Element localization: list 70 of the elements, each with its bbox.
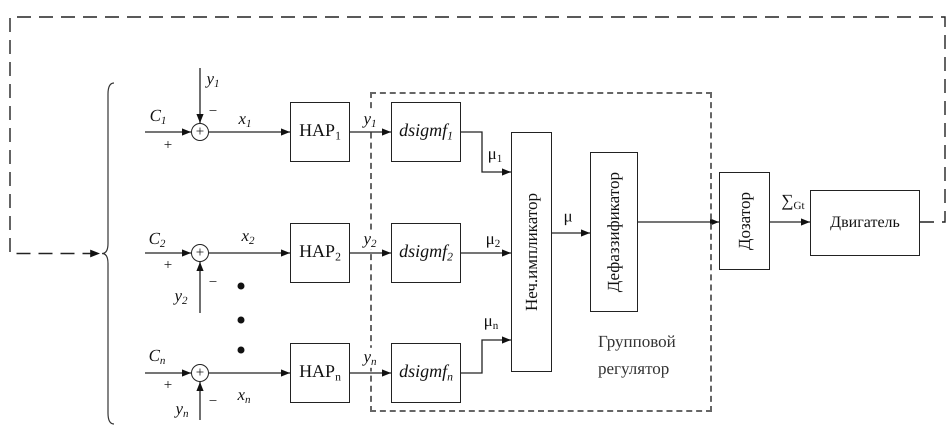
arrow (350, 249, 391, 257)
block-box (719, 172, 770, 270)
sign-label: − (208, 104, 218, 120)
arrow (145, 249, 191, 257)
arrow (196, 68, 204, 123)
edge-label: μ$_{n}$ (484, 312, 498, 332)
arrow (350, 128, 391, 136)
edge-label: y$_{n}$ (362, 348, 378, 368)
sign-label: + (164, 138, 172, 154)
arrow (196, 382, 204, 420)
sign-label: − (208, 394, 218, 410)
arrow (552, 229, 590, 237)
block-box (590, 152, 638, 312)
sign-label: − (208, 276, 218, 290)
plus-sign: + (196, 124, 204, 140)
sign-label: + (164, 378, 172, 394)
edge-label: ∑$_{Gt}$ (781, 192, 805, 212)
edge-label: y$_{1}$ (206, 70, 220, 90)
block-box (290, 343, 350, 403)
arrow (209, 369, 290, 377)
summing-junction (191, 244, 209, 262)
block-box (290, 223, 350, 283)
block-label: dsigmf$_{1}$ (399, 121, 453, 143)
arrow (196, 262, 204, 313)
block-label: НАР$_{n}$ (299, 362, 341, 384)
summing-junction (191, 123, 209, 141)
edge-label: C$_{1}$ (150, 106, 166, 128)
block-label: Дефаззификатор (604, 172, 624, 292)
block-label: НАР$_{1}$ (299, 121, 341, 143)
edge-label: μ$_{1}$ (488, 144, 502, 166)
block-label: НАР$_{2}$ (299, 242, 341, 264)
summing-junction (191, 364, 209, 382)
block-label: Дозатор (734, 192, 754, 250)
curly-brace (100, 82, 116, 425)
block-box (290, 102, 350, 162)
arrow (145, 369, 191, 377)
block-label: Двигатель (830, 215, 900, 231)
group-frame (370, 92, 712, 412)
sign-label: + (164, 258, 172, 274)
block-box (391, 223, 461, 283)
feedback-arrow (9, 16, 946, 258)
edge-label: μ (563, 208, 573, 224)
edge-label: x$_{n}$ (237, 386, 251, 406)
plus-sign: + (196, 246, 204, 260)
block-label: dsigmf$_{n}$ (399, 362, 453, 384)
edge-label: x$_{2}$ (241, 226, 255, 248)
block-label: dsigmf$_{2}$ (399, 242, 453, 264)
block-box (391, 102, 461, 162)
arrow (461, 131, 511, 176)
edge-label: y$_{n}$ (175, 400, 189, 420)
arrow (209, 249, 290, 257)
block-box (810, 190, 920, 256)
arrow (461, 249, 511, 257)
block-box (511, 132, 552, 372)
block-box (391, 343, 461, 403)
arrow (770, 218, 810, 226)
edge-label: C$_{n}$ (148, 346, 166, 368)
block-label: Неч.импликатор (522, 192, 542, 312)
arrow (638, 218, 719, 226)
arrow (350, 369, 391, 377)
edge-label: μ$_{2}$ (486, 230, 500, 250)
group-title: Групповой регулятор (598, 331, 677, 380)
edge-label: x$_{1}$ (238, 110, 252, 130)
edge-label: y$_{2}$ (174, 286, 188, 308)
plus-sign: + (196, 366, 204, 380)
edge-label: y$_{1}$ (362, 110, 378, 130)
arrow (145, 128, 191, 136)
arrow (209, 128, 290, 136)
arrow (461, 336, 511, 374)
edge-label: C$_{2}$ (148, 230, 166, 250)
